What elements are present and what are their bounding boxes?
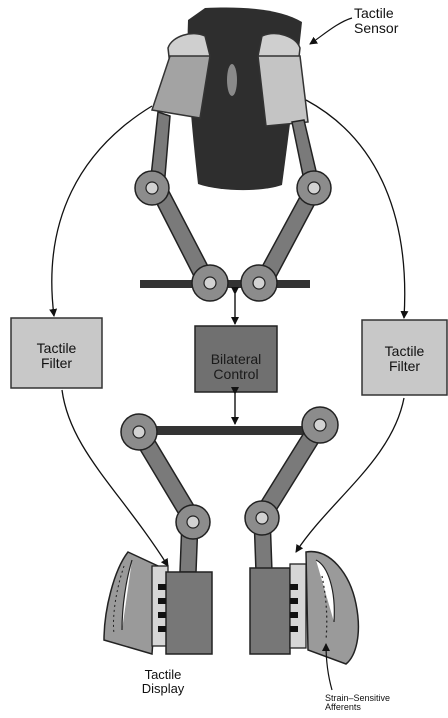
afferents-label-line1: Strain–Sensitive bbox=[325, 693, 391, 703]
afferents-leader-arrow bbox=[322, 643, 333, 691]
tactile-sensor-label-line2: Sensor bbox=[354, 19, 399, 36]
right-tactile-sensor bbox=[257, 32, 309, 127]
left-filter-to-display-arrow bbox=[61, 389, 169, 567]
afferents-label: Strain–Sensitive Afferents bbox=[325, 694, 390, 712]
joint-top-left-elbow bbox=[134, 170, 170, 206]
right-tactile-display bbox=[249, 550, 360, 665]
left-tactile-filter-label: Tactile Filter bbox=[11, 341, 102, 370]
display-base-bar bbox=[140, 426, 320, 435]
tactile-sensor-label-line1: Tactile bbox=[354, 5, 394, 21]
joint-bottom-right-elbow bbox=[244, 500, 280, 536]
left-filter-label-line1: Tactile bbox=[36, 340, 77, 356]
bilateral-label-line2: Control bbox=[213, 365, 259, 382]
bilateral-label-line1: Bilateral bbox=[210, 351, 262, 367]
joint-top-right-base bbox=[240, 264, 278, 302]
object-highlight bbox=[227, 64, 237, 96]
joint-top-right-elbow bbox=[296, 170, 332, 206]
left-filter-label-line2: Filter bbox=[40, 354, 73, 371]
left-sensor-to-filter-arrow bbox=[49, 105, 153, 317]
bilateral-control-box bbox=[194, 325, 278, 393]
tactile-sensor-label: Tactile Sensor bbox=[354, 6, 398, 35]
right-filter-label-line2: Filter bbox=[388, 357, 421, 374]
left-tactile-filter-box bbox=[10, 317, 103, 389]
tactile-display-label: Tactile Display bbox=[128, 668, 198, 695]
tactile-display-label-line2: Display bbox=[141, 680, 185, 696]
joint-top-left-base bbox=[191, 264, 229, 302]
joint-bottom-left-base bbox=[120, 413, 158, 451]
right-tactile-filter-label: Tactile Filter bbox=[362, 344, 447, 373]
bilateral-control-label: Bilateral Control bbox=[195, 352, 277, 381]
right-tactile-filter-box bbox=[361, 319, 448, 396]
right-filter-label-line1: Tactile bbox=[384, 343, 425, 359]
right-sensor-to-filter-arrow bbox=[305, 99, 409, 319]
afferents-label-line2: Afferents bbox=[325, 702, 361, 712]
tactile-display-label-line1: Tactile bbox=[144, 667, 182, 682]
joint-bottom-right-base bbox=[301, 406, 339, 444]
right-filter-to-display-arrow bbox=[295, 397, 405, 553]
left-tactile-sensor bbox=[151, 32, 211, 119]
joint-bottom-left-elbow bbox=[175, 504, 211, 540]
left-tactile-display bbox=[103, 551, 213, 655]
sensor-leader-arrow bbox=[309, 17, 353, 45]
